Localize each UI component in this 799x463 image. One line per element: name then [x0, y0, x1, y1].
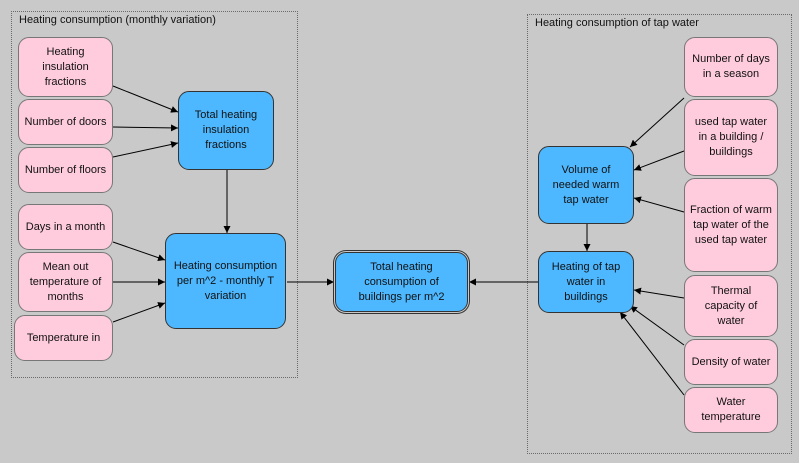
arrow-thermal-to-heating-tap — [633, 287, 685, 299]
node-total-heating-insulation-fractions-label: Total heating insulation fractions — [194, 109, 258, 151]
node-total-heating-consumption-label: Total heating consumption of buildings p… — [358, 260, 445, 303]
node-number-of-doors-label: Number of doors — [24, 115, 107, 128]
node-heating-insulation-fractions-label: Heating insulation fractions — [42, 45, 89, 88]
node-water-temperature-label: Water temperature — [701, 396, 761, 423]
node-heating-of-tap-water-label: Heating of tap water in buildings — [551, 260, 621, 303]
node-heating-insulation-fractions[interactable]: Heating insulation fractions — [18, 37, 113, 97]
node-used-tap-water[interactable]: used tap water in a building / buildings — [684, 99, 778, 176]
arrow-floors-to-total — [112, 141, 179, 158]
node-heating-consumption-per-m2[interactable]: Heating consumption per m^2 - monthly T … — [165, 233, 286, 329]
node-heating-consumption-per-m2-label: Heating consumption per m^2 - monthly T … — [173, 259, 278, 302]
node-heating-of-tap-water[interactable]: Heating of tap water in buildings — [538, 251, 634, 313]
node-water-temperature[interactable]: Water temperature — [684, 387, 778, 433]
node-used-tap-water-label: used tap water in a building / buildings — [694, 116, 768, 158]
node-density-of-water[interactable]: Density of water — [684, 339, 778, 385]
arrow-fraction-to-volume — [633, 196, 685, 213]
arrow-doors-to-total — [112, 124, 179, 132]
node-number-of-days-in-season-label: Number of days in a season — [692, 53, 770, 80]
node-thermal-capacity-label: Thermal capacity of water — [704, 284, 758, 327]
node-density-of-water-label: Density of water — [691, 355, 771, 368]
node-days-in-a-month-label: Days in a month — [25, 220, 106, 233]
arrow-tempin-to-consumption — [112, 302, 166, 323]
node-mean-out-temperature[interactable]: Mean out temperature of months — [18, 252, 113, 312]
node-temperature-in-label: Temperature in — [26, 331, 101, 344]
node-total-heating-insulation-fractions[interactable]: Total heating insulation fractions — [178, 91, 274, 170]
node-volume-needed-warm-tap-water[interactable]: Volume of needed warm tap water — [538, 146, 634, 224]
node-number-of-days-in-season[interactable]: Number of days in a season — [684, 37, 778, 97]
node-number-of-doors[interactable]: Number of doors — [18, 99, 113, 145]
arrow-density-to-heating-tap — [629, 305, 685, 346]
group-monthly-heating-title: Heating consumption (monthly variation) — [19, 14, 216, 26]
node-total-heating-consumption[interactable]: Total heating consumption of buildings p… — [335, 252, 468, 312]
node-thermal-capacity[interactable]: Thermal capacity of water — [684, 275, 778, 337]
node-days-in-a-month[interactable]: Days in a month — [18, 204, 113, 250]
node-volume-needed-warm-tap-water-label: Volume of needed warm tap water — [552, 163, 620, 206]
node-number-of-floors[interactable]: Number of floors — [18, 147, 113, 193]
node-number-of-floors-label: Number of floors — [24, 163, 107, 176]
node-fraction-warm-tap-water-label: Fraction of warm tap water of the used t… — [690, 203, 772, 246]
group-tap-water-heating: Heating consumption of tap water — [527, 14, 792, 454]
node-mean-out-temperature-label: Mean out temperature of months — [29, 260, 102, 303]
group-monthly-heating: Heating consumption (monthly variation) — [11, 11, 298, 378]
node-temperature-in[interactable]: Temperature in — [14, 315, 113, 361]
group-tap-water-heating-title: Heating consumption of tap water — [535, 17, 699, 29]
node-fraction-warm-tap-water[interactable]: Fraction of warm tap water of the used t… — [684, 178, 778, 272]
arrow-watertemp-to-heating-tap — [619, 311, 685, 396]
arrow-used-tap-to-volume — [633, 150, 685, 171]
arrow-days-to-consumption — [112, 241, 166, 262]
arrow-days-season-to-volume — [629, 97, 685, 148]
arrow-insulation-to-total — [112, 85, 179, 113]
